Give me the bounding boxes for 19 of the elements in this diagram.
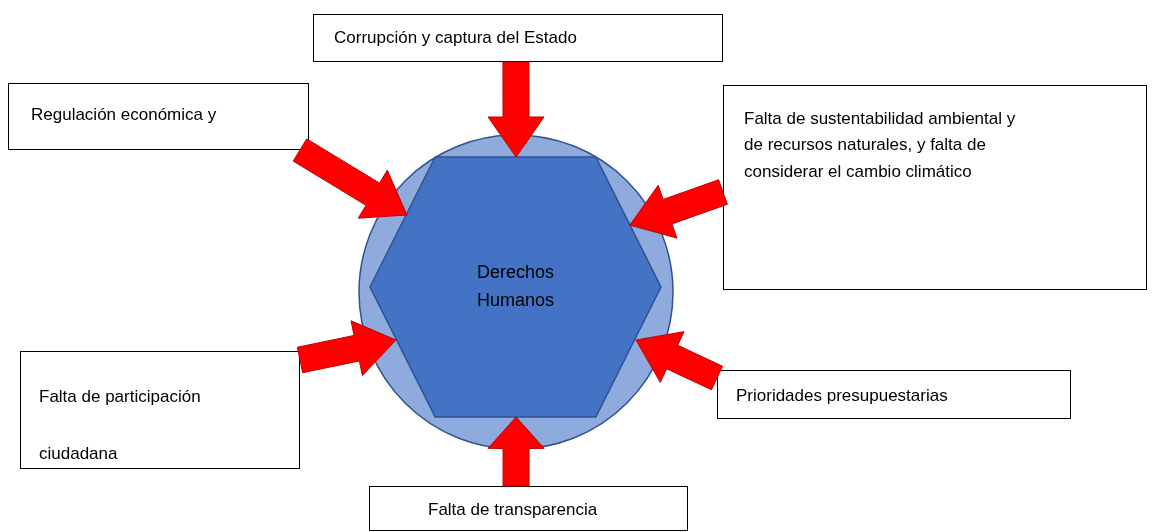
text-box <box>20 351 300 469</box>
text-box <box>723 85 1147 290</box>
box-text: Corrupción y captura del Estado <box>334 27 578 49</box>
box-text: Prioridades presupuestarias <box>736 385 949 407</box>
box-text: Falta de participación ciudadana <box>39 386 202 465</box>
center-text: Derechos Humanos <box>475 261 555 312</box>
box-text: Falta de sustentabilidad ambiental y de recursos naturales, y falta de considerar el cambio climático <box>744 108 1017 183</box>
block-arrow <box>629 179 728 239</box>
block-arrow <box>296 320 397 377</box>
box-text: Regulación económica y <box>31 104 218 126</box>
block-arrow <box>635 331 723 391</box>
box-text: Falta de transparencia <box>428 499 599 521</box>
block-arrow <box>487 61 545 158</box>
text-box <box>8 83 309 150</box>
text-box <box>313 14 723 62</box>
block-arrow <box>292 138 408 219</box>
text-box <box>717 370 1071 419</box>
block-arrow <box>487 416 545 487</box>
text-box <box>369 486 688 531</box>
